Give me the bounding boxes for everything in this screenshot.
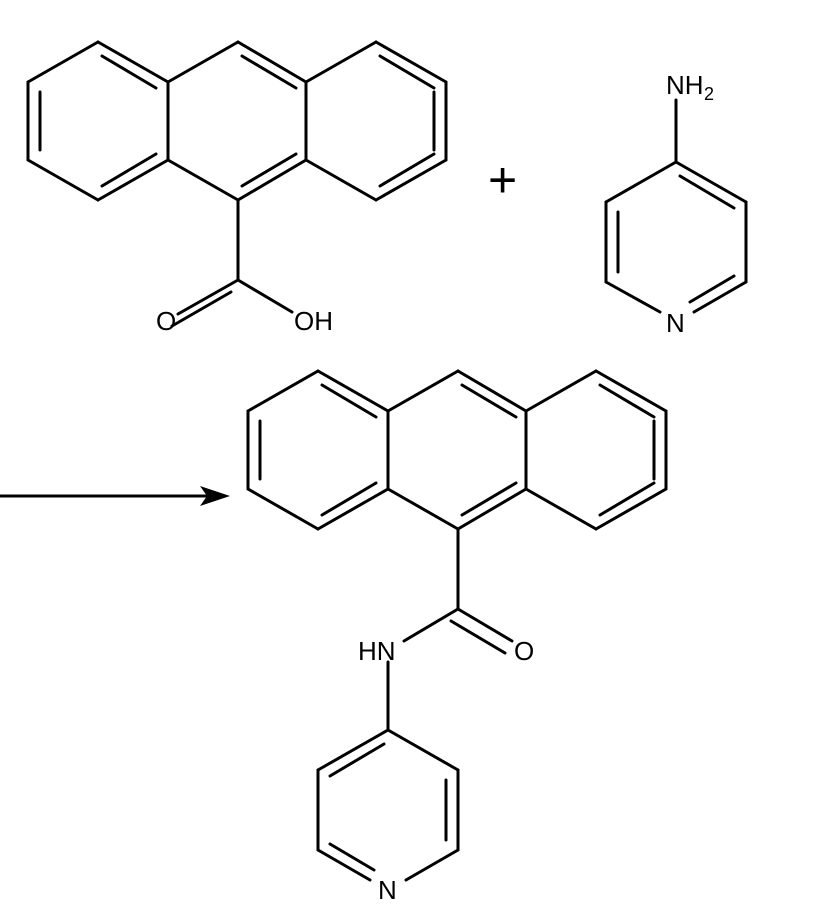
reaction-arrow [0,486,230,506]
reactant2-amino-subscript: 2 [704,84,714,104]
product-carbonyl-oxygen-label: O [514,636,534,666]
reactant1-carboxyl-group [170,198,294,328]
reactant2-amino-label: NH [666,70,704,100]
reactant-aminopyridine: NH 2 N [604,70,748,338]
product-amide-nh-label: HN [358,636,396,666]
product-middle-ring [386,369,528,531]
product-left-ring [246,369,390,531]
product-amide-group [386,527,514,732]
reactant-anthracene-carboxylic-acid: O OH [26,40,448,336]
reactant1-right-ring [304,40,448,202]
reactant1-left-ring [26,40,170,202]
product-ring-nitrogen-label: N [378,875,397,905]
product-anthracene-carboxamide: HN O N [246,369,668,905]
reactant1-middle-ring [166,40,308,202]
plus-sign: + [488,152,517,208]
product-pyridine-ring [316,728,460,882]
product-right-ring [524,369,668,531]
reactant2-ring-nitrogen-label: N [666,308,685,338]
reactant1-carbonyl-oxygen-label: O [156,306,176,336]
reactant1-hydroxyl-label: OH [294,306,333,336]
